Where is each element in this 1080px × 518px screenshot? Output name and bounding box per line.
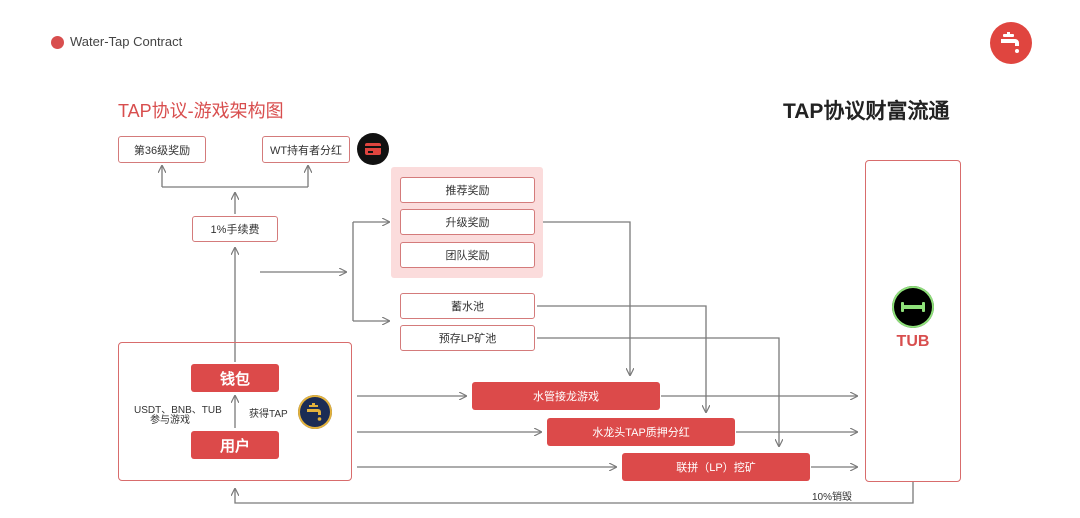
lp-mining-box: 联拼（LP）挖矿 (622, 453, 810, 481)
tub-frame (865, 160, 961, 482)
upgrade-reward-box: 升级奖励 (400, 209, 535, 235)
reservoir-pool-box: 蓄水池 (400, 293, 535, 319)
pipe-game-box: 水管接龙游戏 (472, 382, 660, 410)
assets-note-line2: 参与游戏 (150, 415, 190, 426)
card-icon (357, 133, 389, 165)
reward-level36-box: 第36级奖励 (118, 136, 206, 163)
fee-box: 1%手续费 (192, 216, 278, 242)
team-reward-box: 团队奖励 (400, 242, 535, 268)
right-title: TAP协议财富流通 (783, 100, 950, 123)
wallet-box: 钱包 (191, 364, 279, 392)
user-box: 用户 (191, 431, 279, 459)
reward-wt-holder-box: WT持有者分红 (262, 136, 350, 163)
header-title: Water-Tap Contract (70, 34, 183, 49)
assets-note-line1: USDT、BNB、TUB (134, 405, 222, 416)
diagram-title: TAP协议-游戏架构图 (118, 101, 284, 121)
coin-faucet-icon (298, 395, 332, 429)
lp-pool-box: 预存LP矿池 (400, 325, 535, 351)
faucet-icon (990, 22, 1032, 64)
header-dot (51, 36, 64, 49)
user-wallet-frame (118, 342, 352, 481)
tap-staking-box: 水龙头TAP质押分红 (547, 418, 735, 446)
referral-reward-box: 推荐奖励 (400, 177, 535, 203)
burn-note: 10%销毁 (812, 492, 853, 503)
get-tap-note: 获得TAP (249, 409, 288, 420)
tub-label: TUB (896, 333, 930, 350)
pipe-icon (892, 286, 934, 328)
